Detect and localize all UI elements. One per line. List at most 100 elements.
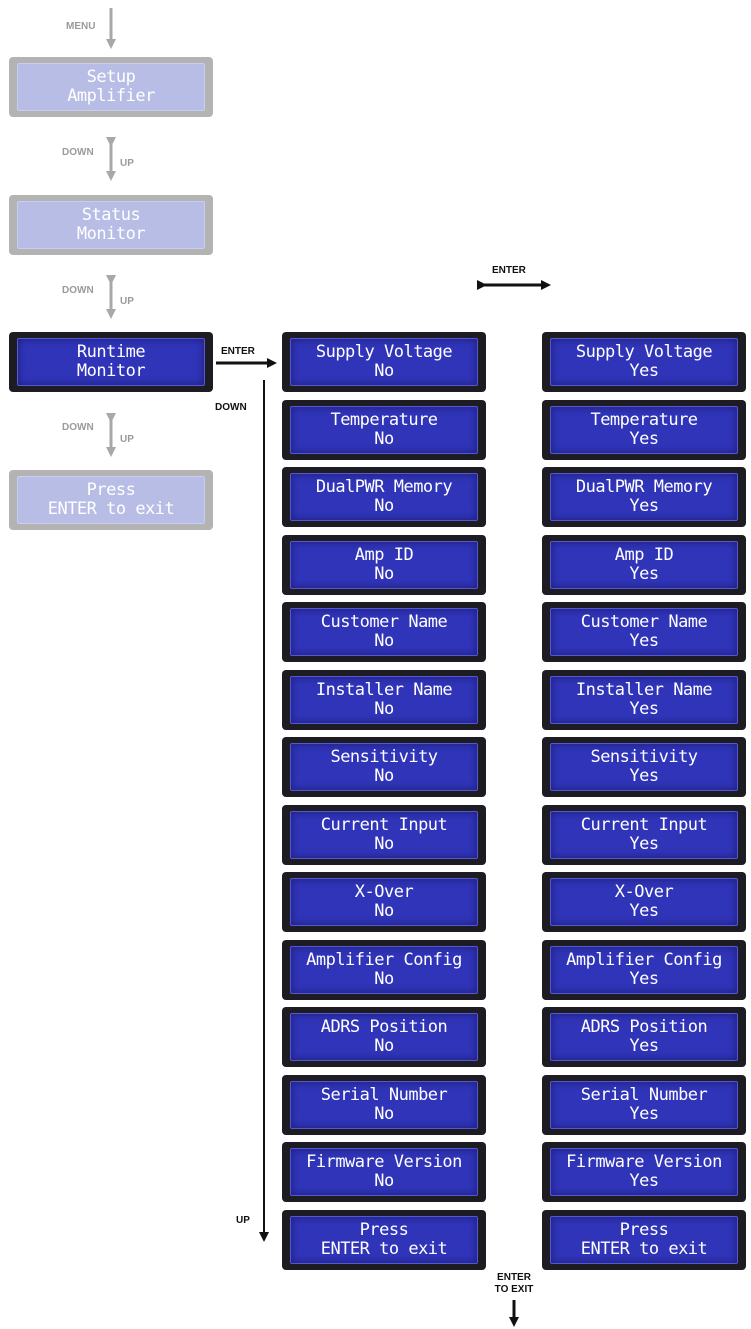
lcd-line2: No [374, 1171, 394, 1191]
lcd-line2: Yes [629, 1036, 659, 1056]
lcd-line2: Monitor [76, 224, 146, 244]
lcd-line2: No [374, 698, 394, 719]
lcd-line1: Temperature [590, 409, 698, 430]
lcd-line2: Amplifier [67, 86, 155, 106]
lcd-line2: Yes [629, 833, 659, 854]
lcd-line1: Setup [86, 67, 136, 87]
lcd-line2: ENTER to exit [320, 1238, 448, 1259]
lcd-line1: Serial Number [320, 1084, 448, 1105]
enter-to-exit-line1: ENTER [497, 1272, 531, 1283]
lcd-line2: No [374, 766, 394, 786]
lcd-line2: No [374, 1103, 394, 1124]
lcd-line2: No [374, 563, 394, 584]
lcd-line1: Firmware Version [306, 1152, 462, 1172]
lcd-line1: Current Input [320, 814, 448, 835]
lcd-line2: No [374, 1036, 394, 1056]
lcd-screen: Setup Amplifier [17, 63, 205, 111]
enter-label-submenu: ENTER [221, 346, 255, 357]
lcd-line1: Sensitivity [590, 747, 698, 767]
lcd-setup-amplifier: Setup Amplifier [9, 57, 213, 117]
lcd-line1: Supply Voltage [315, 342, 453, 362]
lcd-line1: Installer Name [315, 679, 453, 700]
lcd-line2: No [374, 833, 394, 854]
lcd-line1: Amplifier Config [306, 949, 462, 970]
lcd-line1: Sensitivity [330, 747, 438, 767]
lcd-line2: Yes [629, 563, 659, 584]
lcd-line1: Current Input [580, 814, 708, 835]
lcd-press-enter-exit: Press ENTER to exit [9, 470, 213, 530]
lcd-line1: ADRS Position [320, 1017, 448, 1037]
lcd-line1: X-Over [354, 882, 414, 902]
menu-label: MENU [66, 21, 96, 32]
lcd-line1: Runtime [76, 342, 146, 362]
lcd-line2: Yes [629, 631, 659, 651]
lcd-line1: Supply Voltage [575, 342, 713, 362]
lcd-line1: Temperature [330, 409, 438, 430]
lcd-line1: DualPWR Memory [315, 477, 453, 497]
lcd-line2: Yes [629, 1171, 659, 1191]
down-label-submenu: DOWN [215, 402, 247, 413]
lcd-line2: No [374, 631, 394, 651]
enter-label-toggle: ENTER [492, 265, 526, 276]
lcd-screen: Runtime Monitor [17, 338, 205, 386]
lcd-line1: Status [81, 205, 141, 225]
lcd-line2: Yes [629, 698, 659, 719]
down-label-3: DOWN [62, 422, 94, 433]
lcd-line2: ENTER to exit [580, 1238, 708, 1259]
up-label-3: UP [120, 434, 134, 445]
up-label-1: UP [120, 158, 134, 169]
lcd-screen: Press ENTER to exit [17, 476, 205, 524]
down-label-2: DOWN [62, 285, 94, 296]
up-label-submenu: UP [236, 1215, 250, 1226]
lcd-line1: Press [619, 1219, 669, 1240]
lcd-line2: No [374, 428, 394, 449]
lcd-line2: Yes [629, 428, 659, 449]
lcd-line1: DualPWR Memory [575, 477, 713, 497]
lcd-line1: Customer Name [580, 612, 708, 632]
lcd-status-monitor: Status Monitor [9, 195, 213, 255]
lcd-line1: Amplifier Config [566, 949, 722, 970]
lcd-line2: ENTER to exit [47, 499, 175, 519]
lcd-line1: X-Over [614, 882, 674, 902]
lcd-runtime-monitor: Runtime Monitor [9, 332, 213, 392]
